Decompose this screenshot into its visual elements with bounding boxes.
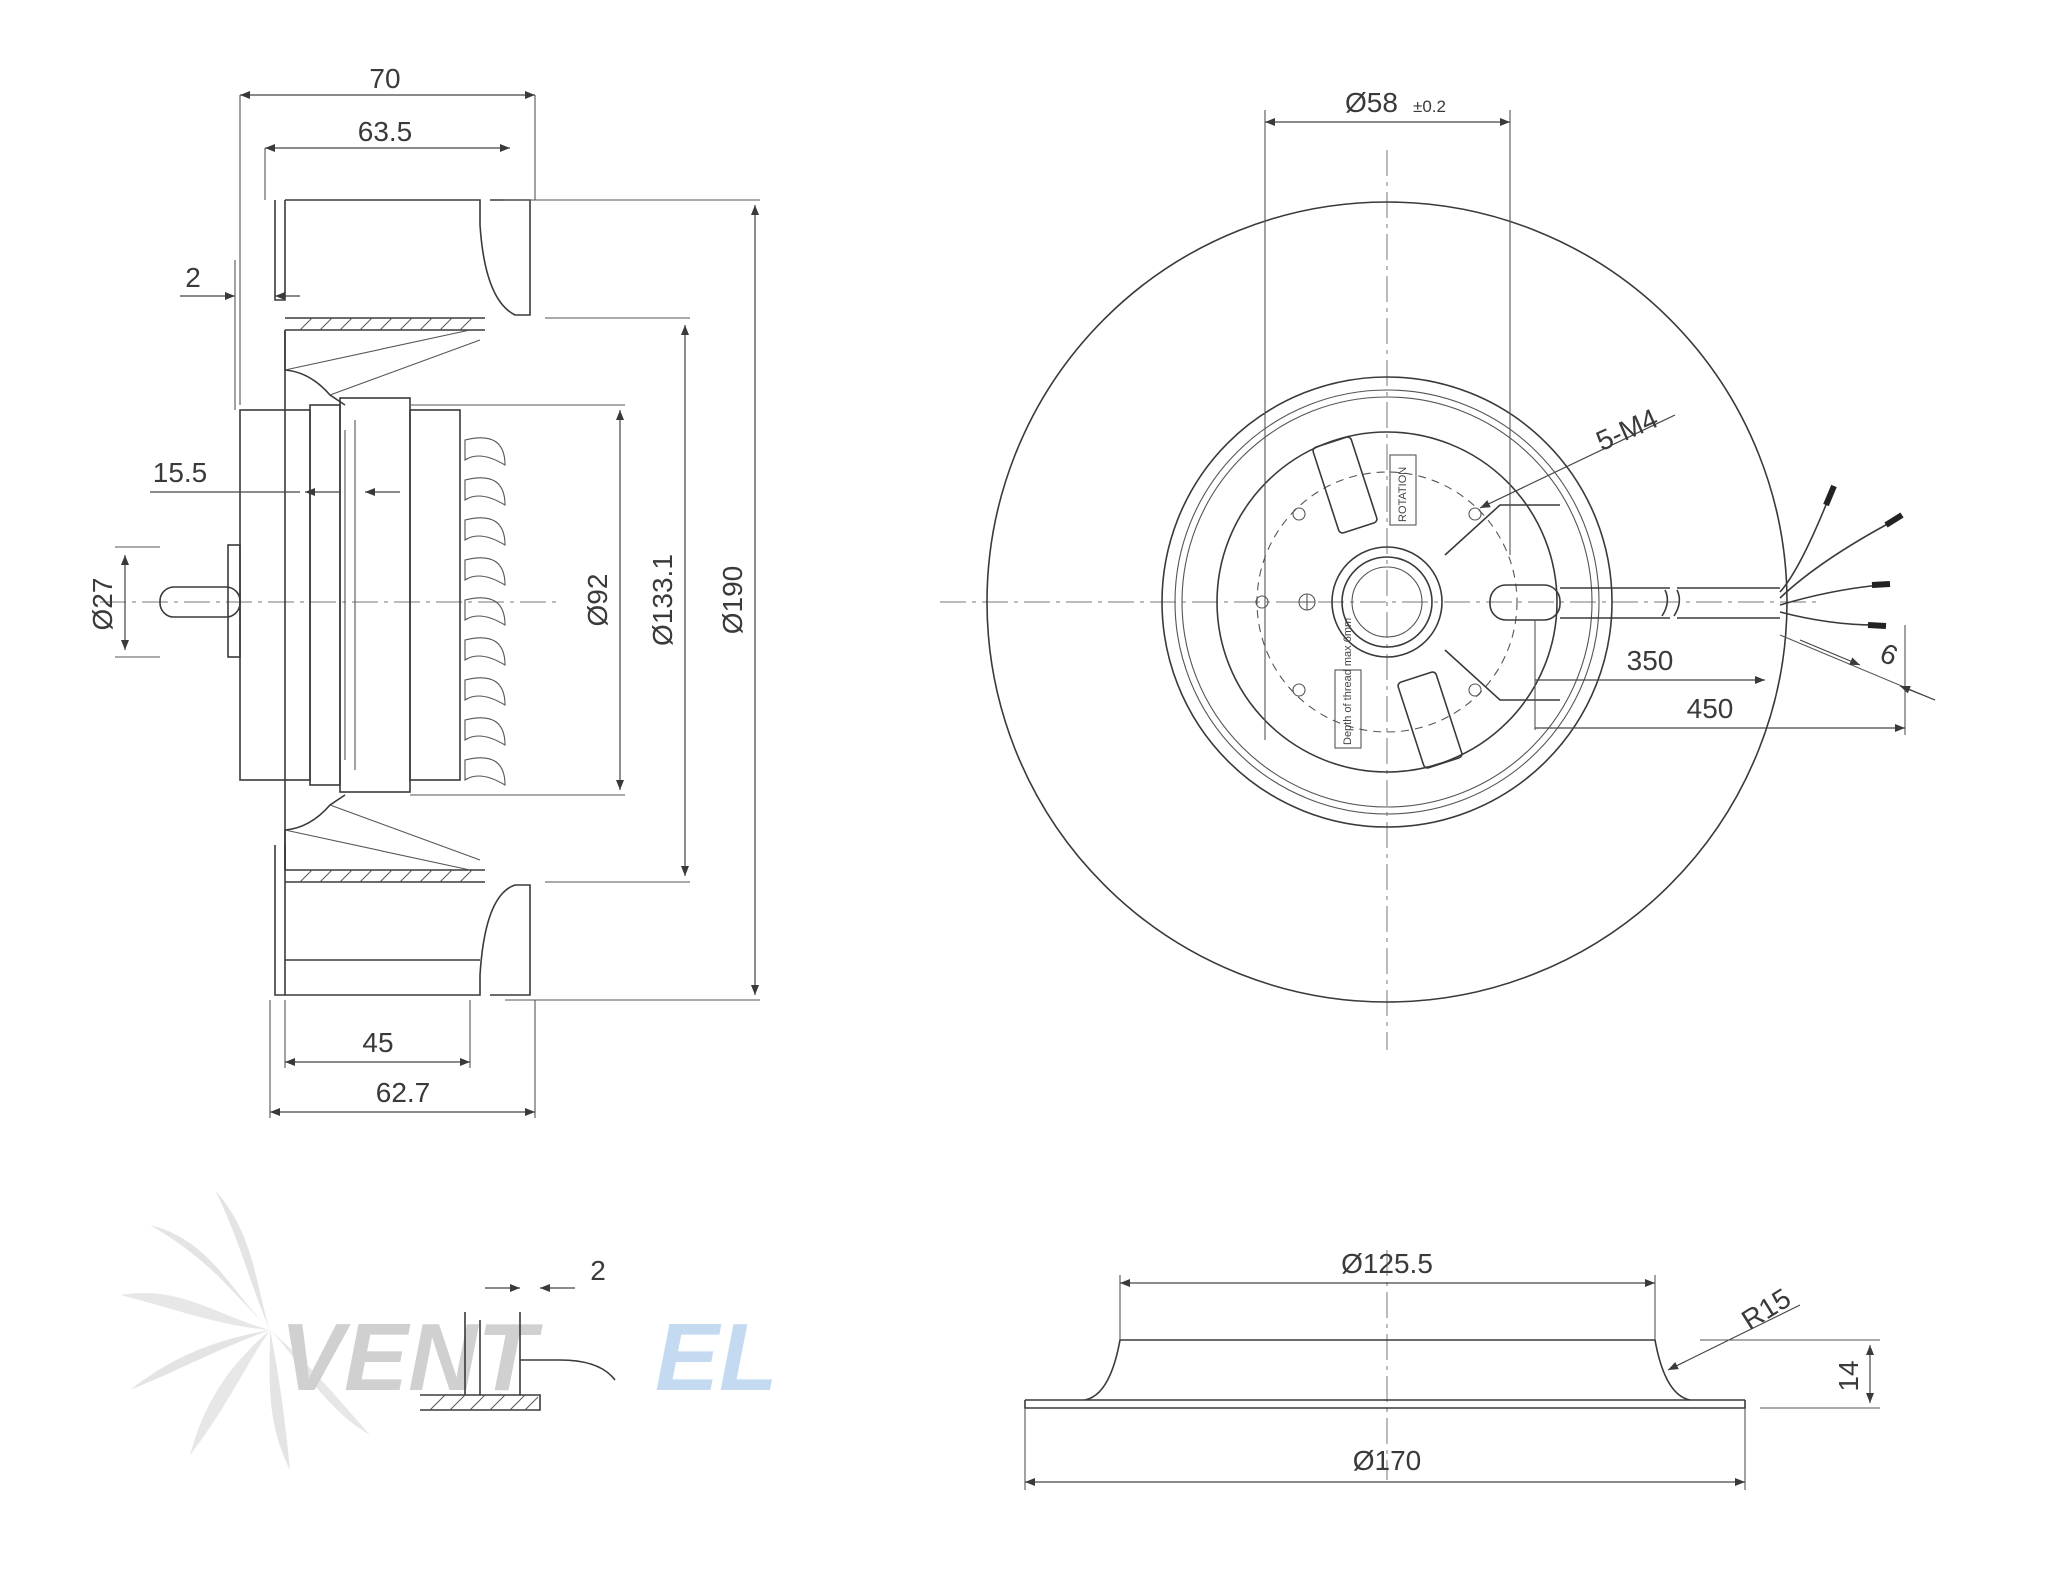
detail-hatch (429, 1394, 539, 1411)
dim-front-hub-tolerance: ±0.2 (1413, 97, 1446, 116)
cutout-top (1312, 436, 1378, 534)
dim-detail-thickness: 2 (590, 1255, 606, 1286)
detail-curve (520, 1359, 616, 1381)
dim-bottom-inner-width: 45 (362, 1027, 393, 1058)
hatch-bottom (299, 869, 473, 883)
cable-gland (1489, 584, 1561, 621)
detail-base (420, 1394, 541, 1411)
backplate-top (285, 317, 485, 331)
nozzle-profile (1084, 1339, 1691, 1401)
watermark-logo: VENT EL (120, 1190, 778, 1470)
impeller-blades (464, 437, 506, 786)
cable-guide-bottom (1444, 649, 1560, 701)
impeller-outer-circle (986, 201, 1788, 1003)
dim-front-hub-diameter: Ø58 (1345, 87, 1398, 118)
hub-ring-1 (1174, 389, 1600, 815)
hatch-top (299, 317, 473, 331)
fan-blades-icon (120, 1190, 370, 1470)
cable-end (1677, 587, 1780, 619)
motor-ring (309, 404, 341, 786)
rotor-edges (344, 420, 356, 770)
lead-wires (1779, 484, 1904, 629)
watermark-text-1: VENT (280, 1304, 543, 1411)
shroud-top (285, 199, 531, 316)
shroud-bottom (285, 884, 531, 996)
cutout-bottom (1397, 671, 1463, 769)
backplate-bottom (285, 869, 485, 883)
bearing-inner (1341, 556, 1433, 648)
dim-flange-offset: 2 (185, 262, 201, 293)
flange-detail: 2 (420, 1255, 616, 1411)
inlet-ring-bottom (274, 845, 286, 996)
dim-nozzle-outer-diameter: Ø170 (1353, 1445, 1422, 1476)
label-bottom-box (1334, 669, 1362, 749)
front-view: ROTATION Depth of thread max 6mm Ø58 ±0.… (940, 87, 1936, 1050)
cable-break (1661, 589, 1681, 617)
cable-guide-top (1444, 504, 1560, 556)
blade-lines-bottom (284, 804, 481, 871)
nozzle-base (1024, 1400, 1746, 1409)
detail-wall (464, 1312, 521, 1395)
dim-threads: 5-M4 (1591, 403, 1662, 457)
dim-motor-diameter: Ø92 (582, 574, 613, 627)
blade-lines-top (284, 329, 481, 396)
dim-total-width: 70 (369, 63, 400, 94)
dim-hub-offset: 15.5 (153, 457, 208, 488)
shaft-collar (227, 544, 241, 658)
motor-flange (239, 409, 311, 781)
mounting-holes (1255, 507, 1482, 697)
dim-inner-width: 63.5 (358, 116, 413, 147)
dim-cable-length-2: 450 (1687, 693, 1734, 724)
bearing-core (1351, 566, 1423, 638)
hub-outer-circle (1161, 376, 1613, 828)
watermark-text-2: EL (655, 1304, 778, 1411)
motor-rotor (339, 397, 411, 793)
dim-cable-length-1: 350 (1627, 645, 1674, 676)
dim-nozzle-radius: R15 (1736, 1282, 1796, 1336)
motor-face (1216, 431, 1558, 773)
motor-cap (409, 409, 461, 781)
inlet-nozzle-view: Ø125.5 Ø170 R15 14 (1024, 1248, 1880, 1490)
bearing-outer (1331, 546, 1443, 658)
dim-shaft-diameter: Ø27 (87, 578, 118, 631)
cable (1560, 587, 1670, 619)
dim-outer-diameter: Ø190 (717, 566, 748, 635)
dim-bottom-outer-width: 62.7 (376, 1077, 431, 1108)
dim-inlet-diameter: Ø133.1 (647, 554, 678, 646)
dim-nozzle-height: 14 (1833, 1360, 1864, 1391)
label-top-box (1389, 454, 1417, 526)
hub-ring-2 (1181, 396, 1593, 808)
inlet-ring-top (274, 200, 286, 301)
side-view: 70 63.5 2 15.5 Ø27 Ø92 Ø133.1 (87, 63, 760, 1118)
bolt-circle (1256, 471, 1518, 733)
label-bottom-text: Depth of thread max 6mm (1342, 618, 1354, 745)
dim-nozzle-inner-diameter: Ø125.5 (1341, 1248, 1433, 1279)
dim-wire-strip: 6 (1876, 637, 1903, 672)
label-top-text: ROTATION (1397, 467, 1409, 522)
